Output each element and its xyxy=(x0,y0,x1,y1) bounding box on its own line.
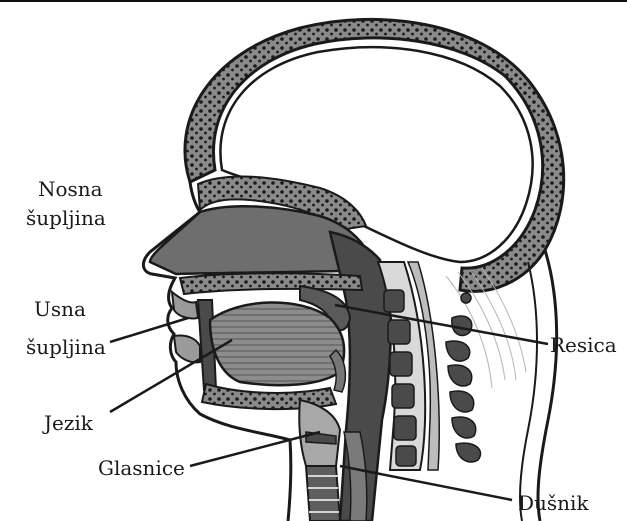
hard-palate xyxy=(180,273,362,294)
label-uvula: Resica xyxy=(550,332,617,358)
leader-glasnice xyxy=(190,432,320,466)
label-oral-line2: šupljina xyxy=(26,334,106,360)
tongue xyxy=(210,302,344,385)
spinous-processes xyxy=(446,316,481,462)
label-trachea: Dušnik xyxy=(518,490,589,516)
lower-lip xyxy=(174,335,200,362)
neck-back-inner-contour xyxy=(520,262,537,521)
label-nasal-line1: Nosna xyxy=(38,176,103,202)
neck-back-contour xyxy=(538,250,557,521)
label-vocal-cords: Glasnice xyxy=(98,455,185,481)
label-oral-line1: Usna xyxy=(34,296,86,322)
label-nasal-line2: šupljina xyxy=(26,205,106,231)
label-tongue: Jezik xyxy=(44,410,93,436)
atlas-process xyxy=(461,293,471,303)
upper-lip xyxy=(172,292,198,319)
